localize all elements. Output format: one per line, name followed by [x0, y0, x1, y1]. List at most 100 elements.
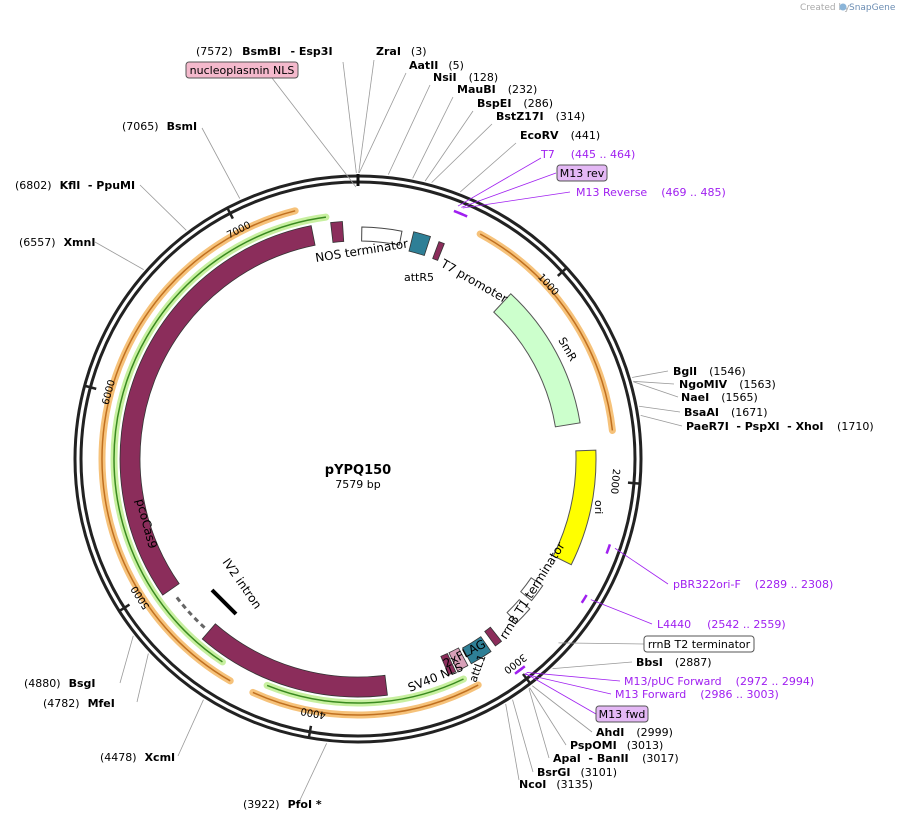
- enzyme-leader-lines: [94, 59, 683, 801]
- enzyme-zrai[interactable]: ZraI(3): [376, 45, 427, 58]
- enzyme-bstz17i[interactable]: BstZ17I(314): [496, 110, 585, 123]
- m13-fwd-label[interactable]: M13 fwd: [599, 708, 646, 721]
- primer-m13-reverse[interactable]: M13 Reverse(469 .. 485): [576, 186, 726, 199]
- t7-promoter-segment: [432, 241, 445, 261]
- enzyme-leader: [632, 370, 669, 378]
- rrnb-t1-segment: [520, 577, 544, 602]
- green-feature-line: [266, 678, 464, 704]
- tick-label: 4000: [300, 705, 327, 720]
- enzyme-bspei[interactable]: BspEI(286): [477, 97, 553, 110]
- tick-mark: [307, 725, 313, 738]
- enzyme-kfli[interactable]: (6802)KflI - PpuMI: [15, 179, 135, 192]
- rrnb-t2-label[interactable]: rrnB T2 terminator: [648, 638, 751, 651]
- enzyme-nsii[interactable]: NsiI(128): [433, 71, 498, 84]
- primer-leader: [524, 673, 612, 695]
- label-attr5[interactable]: attR5: [404, 271, 434, 284]
- enzyme-bsmi[interactable]: (7065)BsmI: [122, 120, 197, 133]
- t7-marker-segment: [484, 626, 503, 647]
- enzyme-bsrgi[interactable]: BsrGI(3101): [537, 766, 617, 779]
- enzyme-leader: [512, 699, 534, 773]
- watermark-created-by: Created by: [800, 3, 850, 13]
- pcocas9-segment: [201, 623, 388, 698]
- enzyme-pfoi[interactable]: (3922)PfoI *: [243, 798, 322, 811]
- enzyme-ecorv[interactable]: EcoRV(441): [520, 129, 600, 142]
- enzyme-leader: [459, 142, 517, 193]
- enzyme-mfei[interactable]: (4782)MfeI: [43, 697, 115, 710]
- plasmid-name: pYPQ150: [325, 463, 391, 478]
- box-leader: [461, 172, 557, 208]
- plasmid-title: pYPQ150 7579 bp: [325, 463, 391, 491]
- primer-mark: [605, 543, 612, 554]
- orange-feature-arc: [476, 230, 616, 434]
- enzyme-leader: [387, 84, 431, 175]
- enzyme-pspomi[interactable]: PspOMI(3013): [570, 739, 663, 752]
- enzyme-leader: [139, 184, 187, 231]
- tick-label: 2000: [608, 468, 621, 494]
- label-t7-promoter[interactable]: T7 promoter: [438, 256, 510, 306]
- primer-leader: [526, 672, 621, 682]
- enzyme-ahdi[interactable]: AhdI(2999): [596, 726, 673, 739]
- enzyme-ngomiv[interactable]: NgoMIV(1563): [679, 378, 776, 391]
- enzyme-xcmi[interactable]: (4478)XcmI: [100, 751, 175, 764]
- orange-feature-line: [101, 210, 296, 682]
- primer-leader: [614, 547, 669, 585]
- green-feature-line: [113, 216, 327, 663]
- tick-mark: [521, 673, 532, 685]
- enzyme-leader: [136, 653, 149, 703]
- enzyme-ncoi[interactable]: NcoI(3135): [519, 778, 593, 791]
- flag-segment: [448, 647, 469, 672]
- enzyme-bsaai[interactable]: BsaAI(1671): [684, 406, 768, 419]
- primer-mark: [514, 667, 524, 675]
- enzyme-leader: [94, 241, 144, 271]
- ori-segment: [552, 449, 597, 566]
- nuc-nls-segment: [330, 221, 345, 243]
- enzyme-leader: [201, 127, 241, 199]
- tick-mark: [118, 603, 131, 613]
- m13-rev-box: [556, 164, 608, 182]
- enzyme-leader: [299, 743, 328, 801]
- enzyme-leader: [431, 123, 493, 183]
- enzyme-maubi[interactable]: MauBI(232): [457, 83, 537, 96]
- enzyme-bbsi[interactable]: BbsI(2887): [636, 656, 711, 669]
- m13-rev-label[interactable]: M13 rev: [560, 167, 605, 180]
- tick-mark: [627, 481, 641, 485]
- enzyme-paer7i[interactable]: PaeR7I - PspXI - XhoI (1710): [686, 420, 874, 433]
- m13-fwd-box: [595, 705, 649, 723]
- primer-leader: [590, 599, 653, 625]
- enzyme-leader: [552, 661, 633, 670]
- primer-labels: T7(445 .. 464) M13 Reverse(469 .. 485) p…: [540, 148, 833, 701]
- primer-t7[interactable]: T7(445 .. 464): [540, 148, 635, 161]
- primer-m13-forward[interactable]: M13 Forward(2986 .. 3003): [615, 688, 779, 701]
- enzyme-bgli[interactable]: BglI(1546): [673, 365, 746, 378]
- enzyme-bsgi[interactable]: (4880)BsgI: [24, 677, 95, 690]
- enzyme-naei[interactable]: NaeI(1565): [681, 391, 758, 404]
- label-rrnb-t1[interactable]: rrnB T1 terminator: [497, 539, 568, 641]
- primer-l4440[interactable]: L4440(2542 .. 2559): [657, 618, 786, 631]
- primer-m13-puc-forward[interactable]: M13/pUC Forward(2972 .. 2994): [624, 675, 814, 688]
- label-ori[interactable]: ori: [592, 500, 605, 514]
- enzyme-leader: [412, 96, 454, 179]
- boxed-labels: nucleoplasmin NLS M13 rev M13 fwd rrnB T…: [185, 61, 755, 723]
- enzyme-apai[interactable]: ApaI - BanII (3017): [553, 752, 679, 765]
- nuc-nls-label[interactable]: nucleoplasmin NLS: [190, 64, 295, 77]
- enzyme-leader: [358, 72, 407, 174]
- primer-pbr322ori-f[interactable]: pBR322ori-F(2289 .. 2308): [673, 578, 833, 591]
- enzyme-leader: [532, 685, 593, 733]
- primer-mark: [458, 211, 468, 218]
- snapgene-logo-icon: [839, 3, 847, 11]
- smr-segment: [493, 293, 581, 428]
- nos-terminator-segment: [361, 226, 403, 246]
- plasmid-size: 7579 bp: [335, 478, 380, 491]
- backbone: [73, 174, 643, 744]
- enzyme-leader: [342, 61, 357, 174]
- enzyme-bsmbi[interactable]: (7572) BsmBI - Esp3I: [196, 45, 333, 58]
- rrnb-t2-box: [643, 635, 755, 653]
- primer-leader: [462, 191, 571, 209]
- enzyme-leader: [528, 688, 550, 759]
- enzyme-xmni[interactable]: (6557)XmnI: [19, 236, 95, 249]
- enzyme-leader: [119, 635, 134, 684]
- enzyme-aatii[interactable]: AatII(5): [409, 59, 464, 72]
- watermark-brand: SnapGene: [849, 3, 896, 13]
- attr5-segment: [408, 231, 432, 257]
